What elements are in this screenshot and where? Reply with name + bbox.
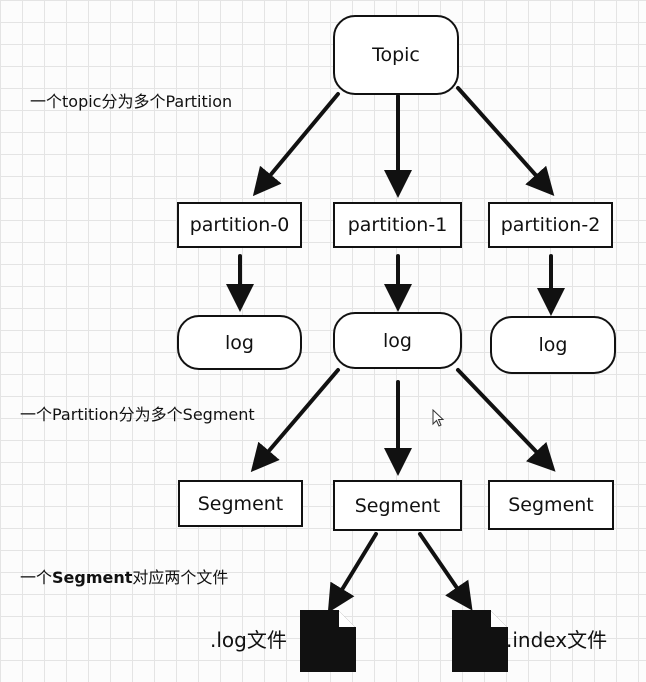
log-file-label: .log文件: [210, 628, 287, 652]
topic-node: Topic: [333, 15, 459, 95]
segment-1-node: Segment: [333, 480, 462, 531]
segment-note: 一个Segment对应两个文件: [20, 564, 228, 588]
partition-note: 一个Partition分为多个Segment: [20, 405, 255, 424]
topic-note: 一个topic分为多个Partition: [30, 92, 233, 111]
segment-note-suffix: 对应两个文件: [132, 568, 229, 587]
document-icon: [300, 610, 356, 672]
cursor-icon: [432, 409, 445, 427]
edge-log-segment-0: [250, 368, 340, 473]
partition-0-node: partition-0: [177, 202, 302, 248]
index-file-label: .index文件: [506, 628, 608, 652]
edge-log-segment-2: [456, 368, 556, 472]
document-icon: [452, 610, 508, 672]
edge-topic-partition-2: [456, 86, 555, 196]
partition-2-node: partition-2: [488, 202, 613, 248]
partition-1-node: partition-1: [333, 202, 462, 248]
log-node-0: log: [177, 315, 302, 370]
log-node-1: log: [333, 312, 462, 369]
log-node-2: log: [490, 316, 616, 374]
edge-segment-indexfile: [418, 532, 473, 611]
segment-0-node: Segment: [178, 480, 303, 527]
segment-note-prefix: 一个: [20, 568, 53, 587]
segment-2-node: Segment: [488, 480, 614, 530]
edge-segment-logfile: [327, 532, 378, 613]
edge-topic-partition-0: [252, 92, 340, 197]
segment-note-bold: Segment: [52, 568, 133, 587]
